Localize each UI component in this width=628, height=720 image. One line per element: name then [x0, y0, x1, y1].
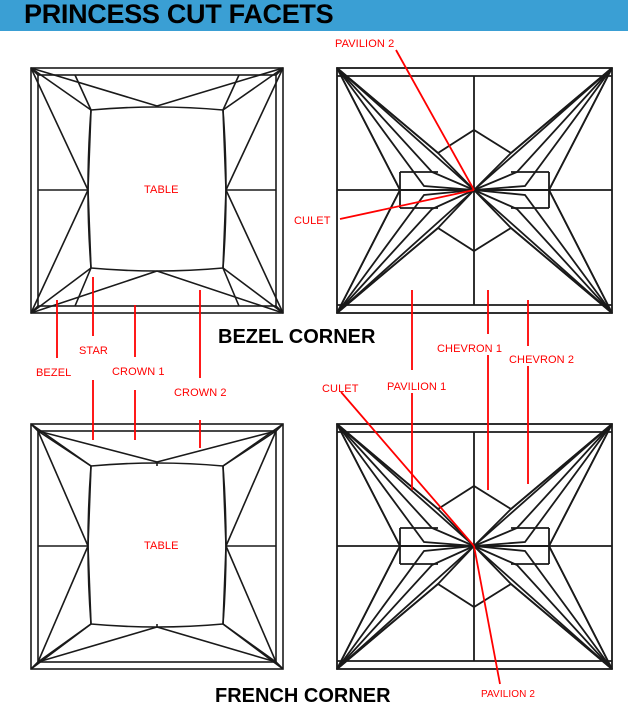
caption-bezel-corner: BEZEL CORNER — [218, 326, 376, 348]
diagram-crown-bezel-corner — [30, 67, 284, 314]
header-banner — [0, 0, 628, 31]
annotation-star: STAR — [79, 345, 108, 357]
annotation-table-top: TABLE — [144, 184, 179, 196]
annotation-crown-1: CROWN 1 — [112, 366, 165, 378]
diagram-pavilion-bezel-corner — [336, 67, 613, 314]
annotation-chevron-1: CHEVRON 1 — [437, 343, 503, 355]
annotation-pavilion-2-bottom: PAVILION 2 — [481, 689, 535, 700]
leader-culet-bottom — [340, 391, 475, 547]
page-title: PRINCESS CUT FACETS — [24, 0, 334, 29]
annotation-bezel: BEZEL — [36, 367, 72, 379]
annotation-chevron-2: CHEVRON 2 — [509, 354, 575, 366]
leader-culet-top — [339, 189, 475, 220]
leader-pavilion-2-bottom — [473, 545, 501, 685]
annotation-crown-2: CROWN 2 — [174, 387, 227, 399]
diagram-pavilion-french-corner — [336, 423, 613, 670]
annotation-pavilion-1: PAVILION 1 — [387, 381, 447, 393]
annotation-culet-bottom: CULET — [322, 383, 359, 395]
annotation-leader-lines — [56, 49, 529, 685]
annotation-culet-top: CULET — [294, 215, 331, 227]
header-underline — [0, 31, 628, 34]
caption-french-corner: FRENCH CORNER — [215, 685, 391, 707]
leader-pavilion-2-top — [395, 49, 475, 191]
annotation-table-bottom: TABLE — [144, 540, 179, 552]
annotation-pavilion-2-top: PAVILION 2 — [335, 38, 395, 50]
diagram-crown-french-corner — [30, 423, 284, 670]
